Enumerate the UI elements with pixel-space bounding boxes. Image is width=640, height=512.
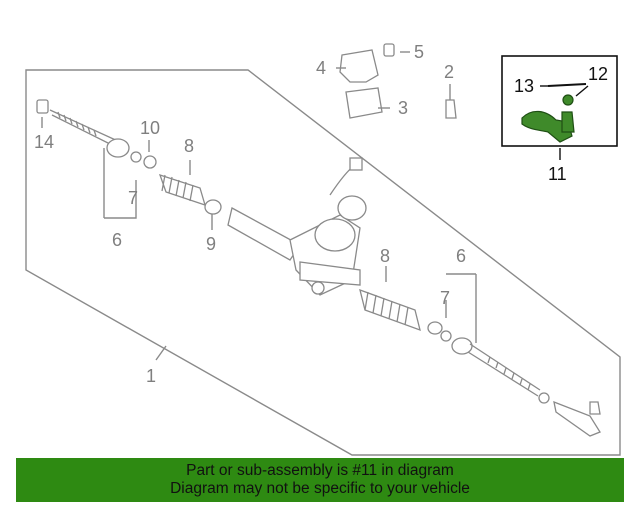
callout-5: 5	[414, 42, 424, 62]
callout-13: 13	[514, 76, 534, 96]
callout-6-right: 6	[456, 246, 466, 266]
callout-3: 3	[398, 98, 408, 118]
right-tie-rod	[451, 337, 601, 437]
bracket-parts	[339, 43, 457, 119]
callout-7-right: 7	[440, 288, 450, 308]
callout-12: 12	[588, 64, 608, 84]
callout-8-right: 8	[380, 246, 390, 266]
info-banner: Part or sub-assembly is #11 in diagram D…	[16, 458, 624, 502]
banner-line-2: Diagram may not be specific to your vehi…	[170, 480, 470, 497]
banner-line-1: Part or sub-assembly is #11 in diagram	[186, 462, 454, 479]
callout-1: 1	[146, 366, 156, 386]
right-boot	[359, 288, 452, 342]
callout-6-left: 6	[112, 230, 122, 250]
callout-11: 11	[548, 164, 567, 184]
callout-10: 10	[140, 118, 160, 138]
callout-4: 4	[316, 58, 326, 78]
part-11-tie-rod-end	[521, 83, 587, 143]
callout-14: 14	[34, 132, 54, 152]
callout-7-left: 7	[128, 188, 138, 208]
rack-housing	[227, 157, 367, 296]
leader-lines	[41, 51, 477, 361]
assembly-outline	[25, 69, 621, 456]
left-tie-rod	[36, 99, 157, 169]
callout-2: 2	[444, 62, 454, 82]
inset-leaders	[540, 85, 589, 160]
inset-box	[501, 55, 618, 147]
callout-9: 9	[206, 234, 216, 254]
left-boot	[158, 173, 222, 215]
callout-8-left: 8	[184, 136, 194, 156]
